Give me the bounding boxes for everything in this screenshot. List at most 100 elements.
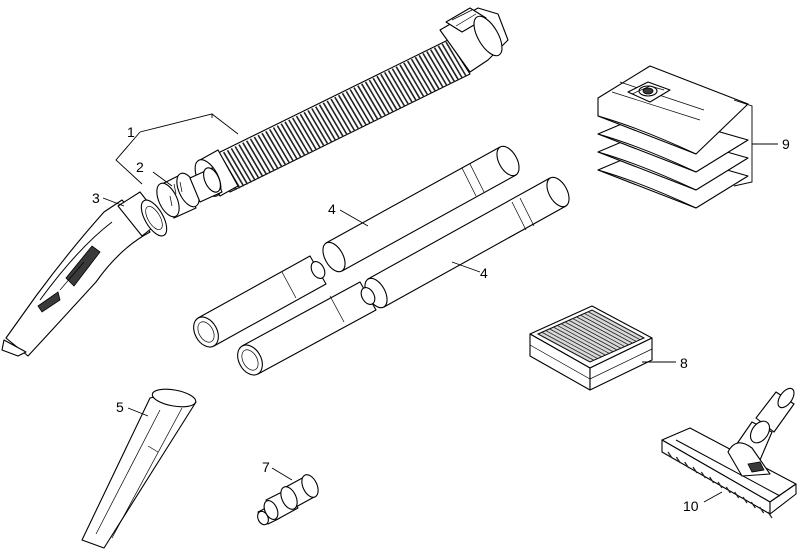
hose-ring xyxy=(376,75,398,111)
hose-ring xyxy=(406,60,429,96)
filter-pleat xyxy=(564,321,618,351)
hose-ring xyxy=(418,54,440,90)
floor-nozzle xyxy=(661,387,797,519)
hose-ring xyxy=(318,104,341,140)
nozzle-bristle xyxy=(734,491,740,499)
hose-ring xyxy=(357,85,379,121)
nozzle-bristle xyxy=(725,486,731,494)
hose-rings xyxy=(215,41,467,191)
extension-tubes xyxy=(193,145,570,376)
hose-ring xyxy=(276,125,299,161)
nozzle-bristle xyxy=(684,461,690,469)
hose-ring xyxy=(341,92,364,128)
filter-pleat xyxy=(537,333,591,363)
nozzle-bristle xyxy=(767,511,773,519)
callout-2: 2 xyxy=(136,159,144,175)
nozzle-bristle xyxy=(667,451,673,459)
hose-ring xyxy=(326,100,348,136)
filter-pleat xyxy=(587,311,641,341)
hose-ring xyxy=(284,121,306,157)
filter-pleat xyxy=(553,326,606,356)
callout-7: 7 xyxy=(262,459,270,475)
hose-ring xyxy=(391,68,414,104)
callout-labels: 1 2 3 4 4 5 7 8 9 10 xyxy=(92,124,790,514)
hose-ring xyxy=(395,66,417,102)
callout-9: 9 xyxy=(782,136,790,152)
hose-ring xyxy=(234,146,256,181)
filter-bags xyxy=(597,65,749,209)
hose-ring xyxy=(314,106,337,142)
hose-ring xyxy=(280,123,302,159)
callout-4-lower: 4 xyxy=(480,265,488,281)
filter-pleat xyxy=(549,328,602,358)
hose-ring xyxy=(257,134,279,170)
nozzle-bristle xyxy=(759,506,765,514)
hose-ring xyxy=(291,117,314,153)
hose-ring xyxy=(230,147,253,183)
leader-lines xyxy=(102,99,778,503)
hose-ring xyxy=(349,89,371,124)
filter-pleat xyxy=(572,318,625,347)
hose-ring xyxy=(399,64,421,100)
suction-hose xyxy=(194,7,509,197)
hose-ring xyxy=(429,49,452,85)
callout-4-upper: 4 xyxy=(328,201,336,217)
hose-ring xyxy=(245,140,268,176)
hose-ring xyxy=(380,73,402,109)
nozzle-bristle xyxy=(717,481,723,489)
callout-3: 3 xyxy=(92,190,100,206)
nozzle-bristle xyxy=(750,501,756,509)
hose-ring xyxy=(387,70,410,105)
hose-ring xyxy=(441,43,463,79)
curved-handle xyxy=(1,191,168,357)
nozzle-bristle xyxy=(742,496,748,504)
hose-ring xyxy=(249,138,272,174)
hose-ring xyxy=(311,108,333,143)
hose-ring xyxy=(414,56,437,92)
filter-pleat xyxy=(545,330,598,359)
hose-ring xyxy=(268,128,291,164)
callout-10: 10 xyxy=(683,498,699,514)
hose-ring xyxy=(330,98,352,134)
hose-ring xyxy=(360,83,383,119)
nozzle-bristle xyxy=(700,471,706,479)
filter-pleats xyxy=(537,309,645,363)
filter-pleat xyxy=(591,309,645,339)
hose-ring xyxy=(383,71,406,107)
hose-ring xyxy=(299,113,322,149)
filter-pleat xyxy=(557,325,610,354)
filter-pleat xyxy=(560,323,614,353)
hose-ring xyxy=(295,115,318,151)
filter-pleat xyxy=(541,331,595,361)
hose-ring xyxy=(303,111,325,147)
hose-ring xyxy=(372,77,394,113)
filter-pleat xyxy=(568,319,622,349)
hose-ring xyxy=(242,142,264,178)
hose-ring xyxy=(334,96,356,132)
hose-ring xyxy=(226,149,249,185)
hose-ring xyxy=(288,119,310,155)
reducer-adapter xyxy=(257,474,319,526)
hose-ring xyxy=(345,90,368,126)
nozzle-bristle xyxy=(709,476,715,484)
hose-ring xyxy=(265,130,287,166)
hose-ring xyxy=(410,58,433,94)
hose-ring xyxy=(368,79,391,115)
hose-ring xyxy=(337,94,360,130)
hose-ring xyxy=(261,132,283,168)
hose-ring xyxy=(445,41,467,77)
callout-5: 5 xyxy=(116,399,124,415)
hose-clip xyxy=(156,167,223,219)
hose-ring xyxy=(353,87,375,123)
callout-8: 8 xyxy=(680,355,688,371)
crevice-nozzle xyxy=(81,388,197,549)
hose-ring xyxy=(403,62,425,98)
hose-ring xyxy=(238,144,260,180)
hose-ring xyxy=(307,109,329,145)
filter-pleat xyxy=(576,316,629,346)
hose-ring xyxy=(364,81,387,117)
hose-ring xyxy=(422,52,444,88)
filter-pleat xyxy=(580,314,633,344)
